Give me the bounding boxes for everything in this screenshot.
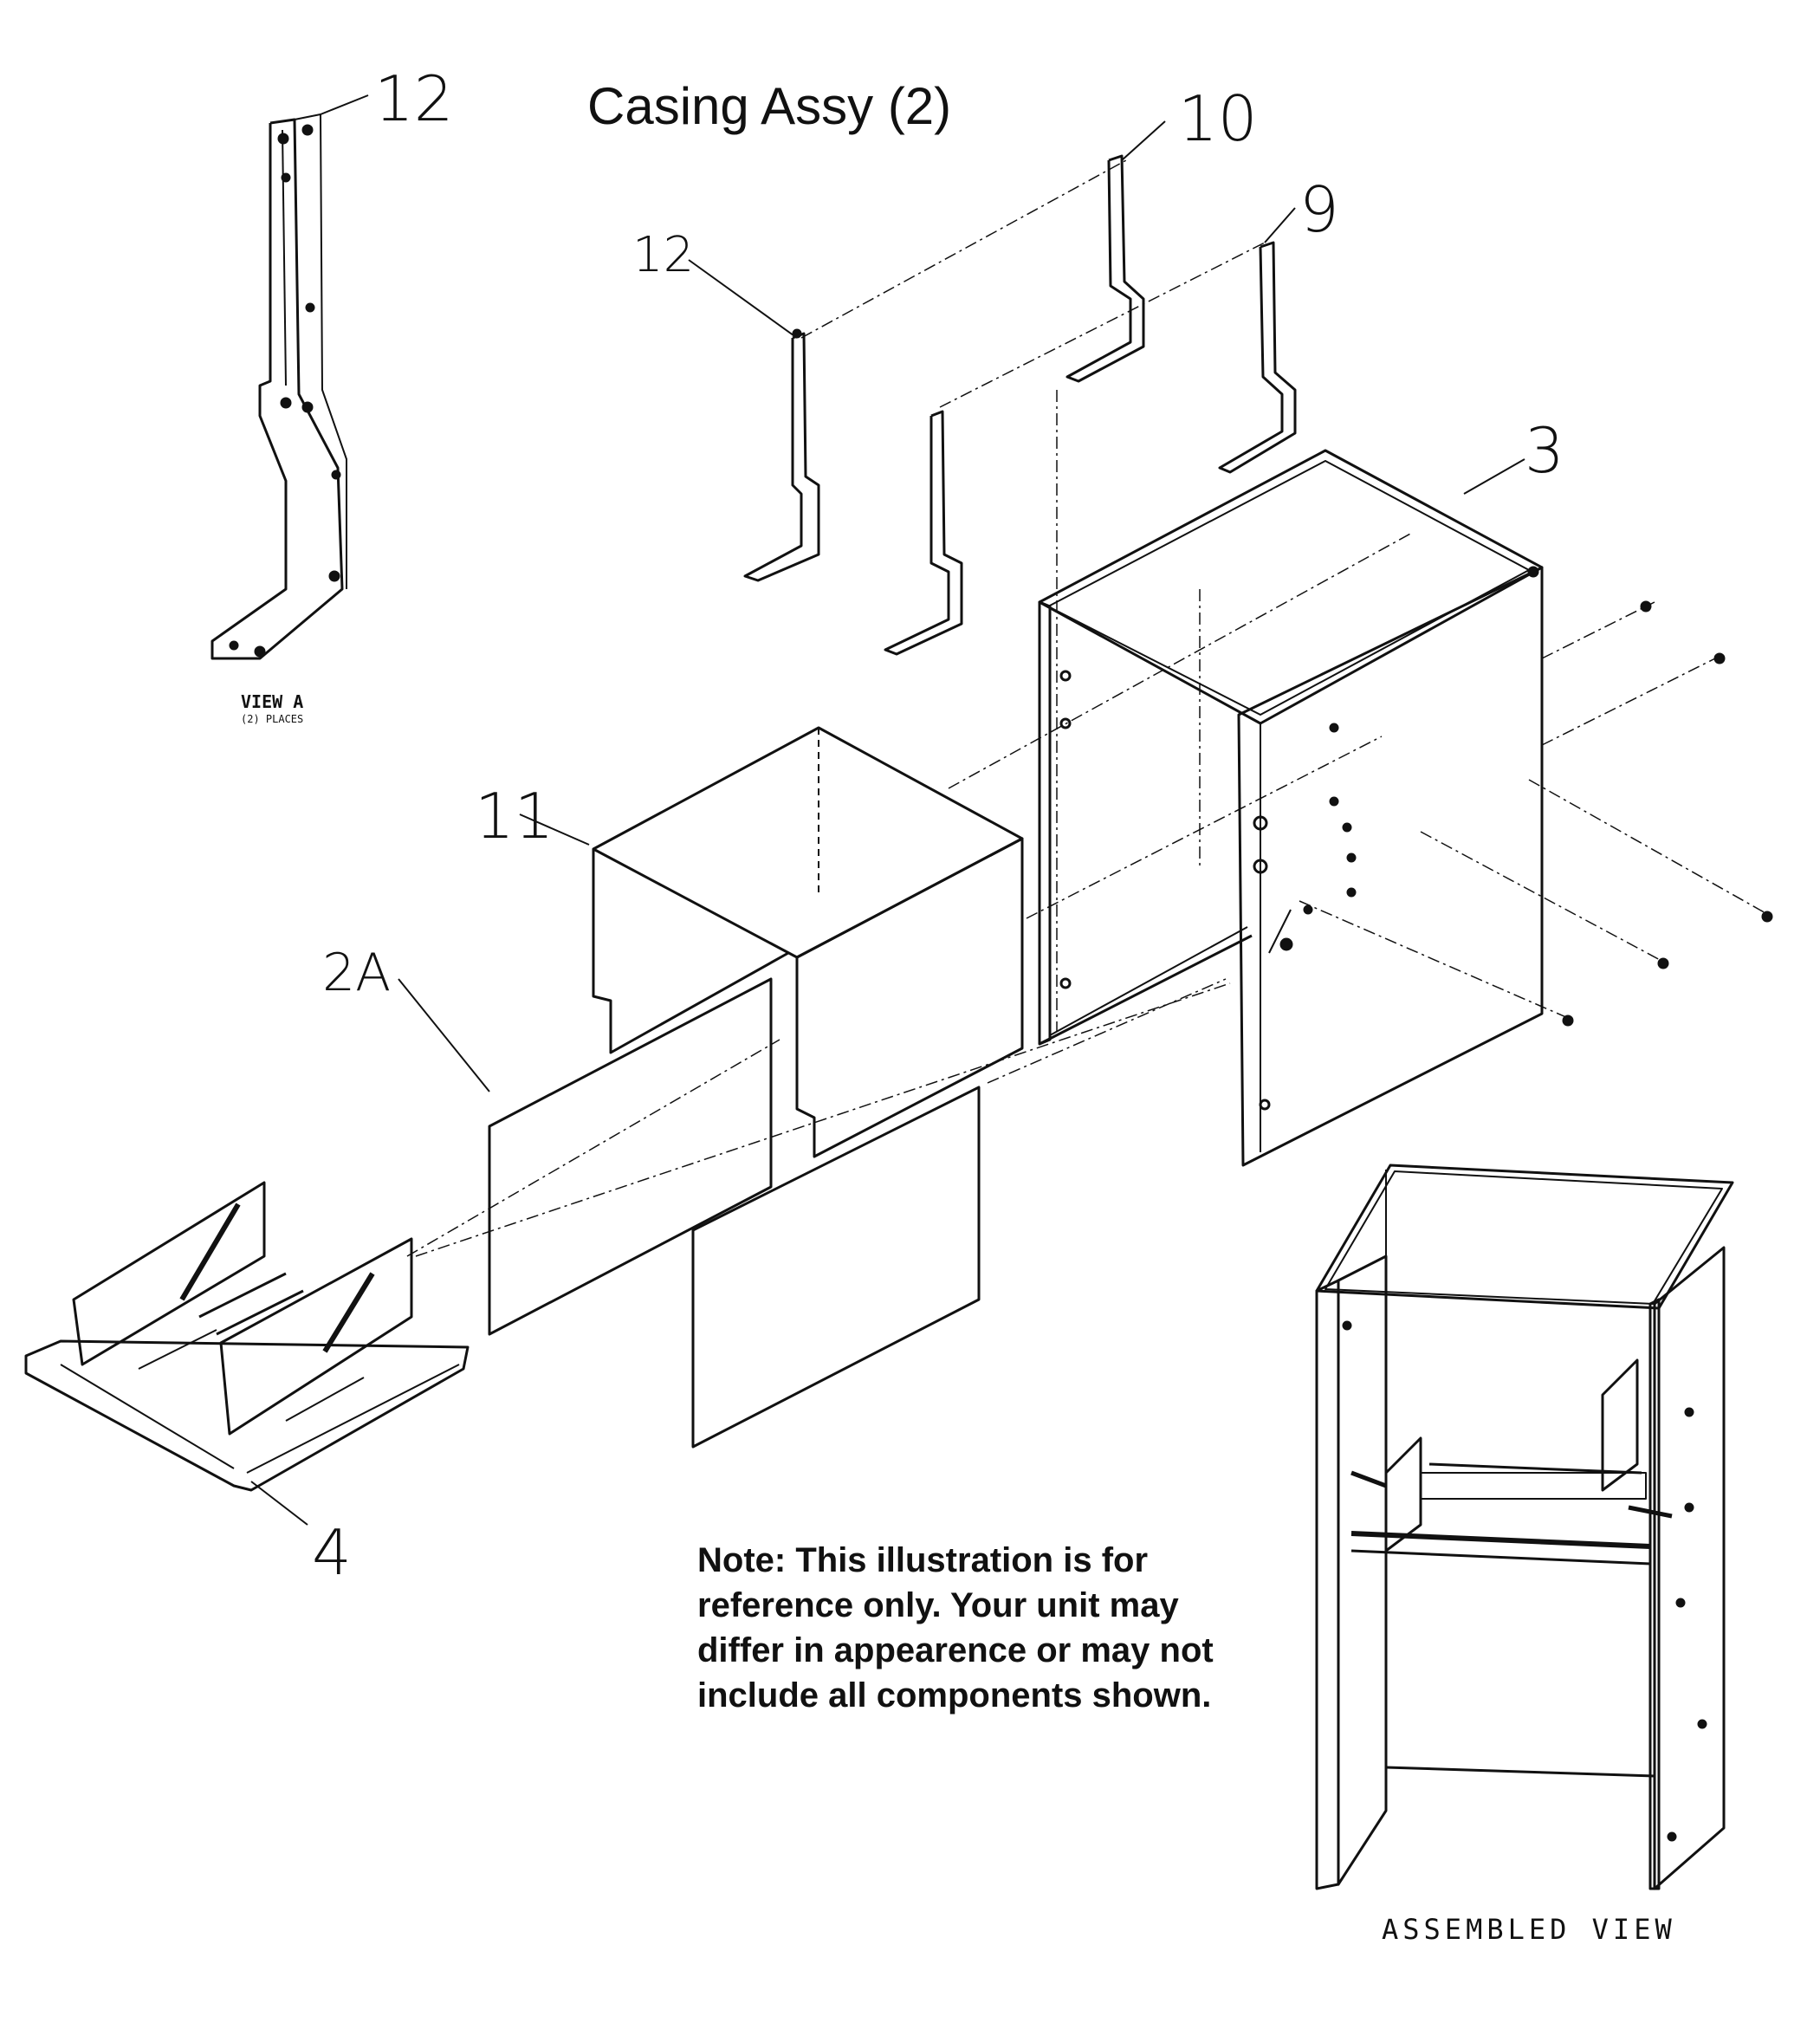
view-a-bracket (212, 95, 368, 658)
part-4-base (26, 1183, 468, 1490)
part-2a-panels (489, 979, 979, 1447)
callout-11: 11 (475, 780, 554, 852)
view-a-caption: VIEW A (2) PLACES (241, 693, 303, 728)
part-12-bracket (745, 328, 819, 580)
callout-12-mid: 12 (632, 227, 695, 283)
assembly-lines (407, 160, 1767, 1256)
diagram-title: Casing Assy (2) (587, 77, 952, 135)
part-3-casing (1040, 451, 1773, 1165)
leader-lines (251, 121, 1525, 1525)
part-9-bracket (1220, 243, 1295, 472)
part-10-bracket (885, 156, 1143, 654)
callout-12-top: 12 (374, 62, 454, 135)
assembled-view-drawing (1317, 1165, 1733, 1889)
callout-10: 10 (1178, 82, 1258, 155)
note-text: Note: This illustration is for reference… (697, 1541, 1214, 1715)
callout-4: 4 (312, 1516, 352, 1589)
view-a-label: VIEW A (241, 691, 304, 712)
part-11-panel (593, 728, 1022, 1157)
assembled-view-label: ASSEMBLED VIEW (1382, 1913, 1676, 1946)
callout-2a: 2A (322, 943, 392, 1003)
callout-3: 3 (1525, 414, 1564, 487)
callout-9: 9 (1299, 173, 1339, 246)
view-a-sub: (2) PLACES (241, 713, 304, 725)
